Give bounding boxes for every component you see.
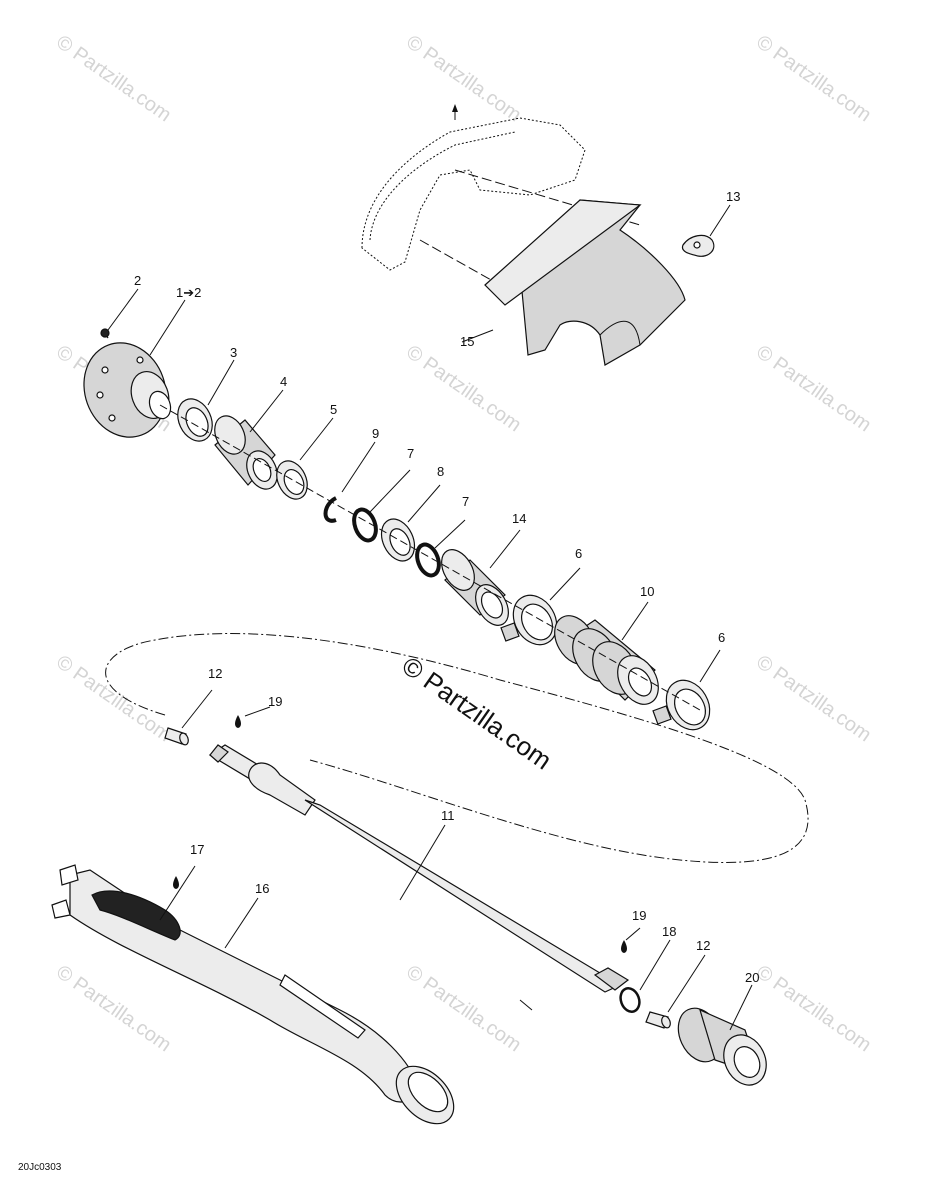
pin-12a [164, 727, 189, 746]
watermark-tile: © Partzilla.com [752, 651, 875, 746]
callout-6a: 6 [575, 546, 582, 561]
bracket-outline [361, 117, 586, 271]
lube-drop-icon [621, 940, 627, 953]
clamp-6a [500, 594, 558, 646]
callout-4: 4 [280, 374, 287, 389]
watermark-tile: © Partzilla.com [752, 961, 875, 1056]
watermark-tiles: © Partzilla.com © Partzilla.com © Partzi… [52, 31, 875, 1056]
watermark-tile: © Partzilla.com [52, 961, 175, 1056]
callout-3: 3 [230, 345, 237, 360]
drive-shaft-11 [208, 744, 630, 993]
boot-assembly-loop [105, 633, 809, 863]
clamp-3 [177, 398, 213, 442]
leader-lines [107, 204, 753, 1031]
coupler-4 [214, 415, 278, 490]
callout-9: 9 [372, 426, 379, 441]
watermark-tile: © Partzilla.com [52, 651, 175, 746]
pin-12b [645, 1011, 671, 1029]
callout-20: 20 [745, 970, 759, 985]
bearing-housing-20 [677, 1007, 767, 1086]
callout-17: 17 [190, 842, 204, 857]
callout-1-2: 1➔2 [176, 285, 201, 300]
watermark-tile: © Partzilla.com [402, 31, 525, 126]
callout-12a: 12 [208, 666, 222, 681]
ring-9 [323, 496, 338, 523]
callout-19b: 19 [632, 908, 646, 923]
callout-7a: 7 [407, 446, 414, 461]
boot-10 [554, 615, 659, 705]
clamp-6b [652, 679, 711, 731]
watermark-tile: © Partzilla.com [402, 341, 525, 436]
watermark-tile: © Partzilla.com [52, 31, 175, 126]
callout-19a: 19 [268, 694, 282, 709]
watermark-tile: © Partzilla.com [752, 31, 875, 126]
callout-11: 11 [441, 808, 455, 823]
watermark-tile: © Partzilla.com [752, 341, 875, 436]
rings [323, 496, 441, 578]
watermark-center: © Partzilla.com [397, 650, 558, 775]
callout-14: 14 [512, 511, 526, 526]
callout-15: 15 [460, 334, 474, 349]
seal-18 [619, 987, 641, 1013]
callouts: 2 1➔2 3 4 5 9 7 8 7 14 6 10 6 12 19 11 1… [134, 189, 759, 985]
callout-2: 2 [134, 273, 141, 288]
lube-drop-icon [235, 715, 241, 728]
callout-12b: 12 [696, 938, 710, 953]
watermark-tile: © Partzilla.com [402, 961, 525, 1056]
lube-drop-icon [173, 876, 179, 889]
callout-6b: 6 [718, 630, 725, 645]
cover-assembly [361, 104, 715, 366]
callout-13: 13 [726, 189, 740, 204]
callout-10: 10 [640, 584, 654, 599]
callout-5: 5 [330, 402, 337, 417]
callout-7b: 7 [462, 494, 469, 509]
flange-assembly [83, 328, 172, 438]
o-ring-7b [415, 542, 441, 578]
callout-18: 18 [662, 924, 676, 939]
callout-8: 8 [437, 464, 444, 479]
assembly-axis [159, 404, 701, 711]
o-ring-7a [352, 507, 378, 543]
bushing-14 [441, 549, 509, 626]
callout-16: 16 [255, 881, 269, 896]
tube-16 [51, 864, 455, 1125]
drawing-code: 20Jc0303 [18, 1162, 62, 1173]
